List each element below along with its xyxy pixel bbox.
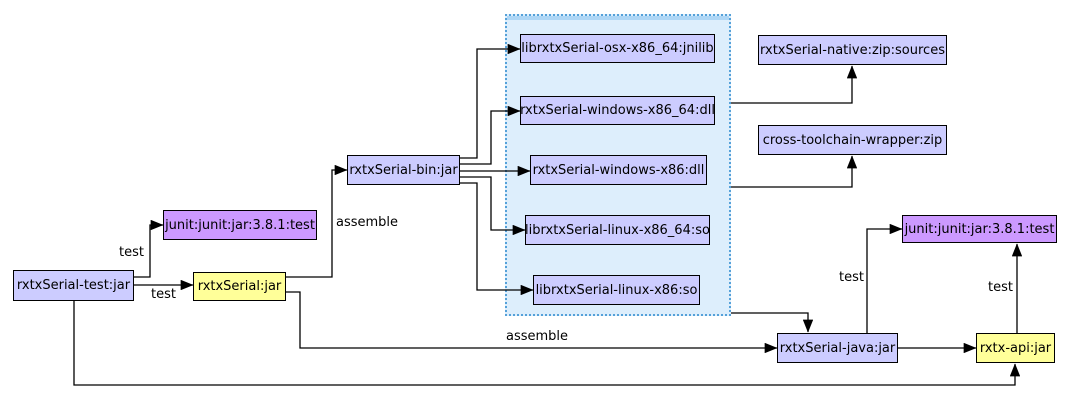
- node-rxtxserial-bin-jar: rxtxSerial-bin:jar: [347, 155, 460, 185]
- node-cross-toolchain-wrapper-zip: cross-toolchain-wrapper:zip: [758, 125, 947, 155]
- edge-label-assemble-java: assemble: [506, 329, 569, 344]
- edge-label-assemble-bin: assemble: [336, 215, 399, 230]
- node-rxtxserial-windows-x86-dll: rxtxSerial-windows-x86:dll: [530, 155, 707, 185]
- node-junit-test-left: junit:junit:jar:3.8.1:test: [163, 210, 317, 240]
- edge-test-to-rxtx-api: [73, 301, 1021, 386]
- edge-label-test-api-junit: test: [988, 280, 1013, 295]
- edge-rxtxserial-to-bin: [286, 164, 348, 278]
- node-rxtxserial-test-jar: rxtxSerial-test:jar: [13, 270, 134, 301]
- node-librxtxserial-linux-x86-64-so: librxtxSerial-linux-x86_64:so: [525, 215, 710, 245]
- edge-rxtxserial-to-java: [286, 291, 778, 354]
- edge-bin-to-osx: [460, 43, 521, 159]
- node-rxtxserial-windows-x86-64-dll: rxtxSerial-windows-x86_64:dll: [520, 96, 715, 125]
- edge-java-to-junit-right: [866, 223, 903, 333]
- edge-cluster-to-java: [731, 312, 814, 333]
- edge-cluster-to-cross-toolchain: [731, 155, 858, 188]
- edge-cluster-to-native-sources: [731, 65, 858, 104]
- node-rxtxserial-jar: rxtxSerial:jar: [193, 272, 286, 301]
- node-librxtxserial-linux-x86-so: librxtxSerial-linux-x86:so: [533, 275, 700, 305]
- edge-bin-to-linux64: [460, 176, 526, 236]
- node-junit-test-right: junit:junit:jar:3.8.1:test: [902, 215, 1057, 243]
- node-rxtxserial-java-jar: rxtxSerial-java:jar: [777, 333, 898, 363]
- node-librxtxserial-osx-x86-64-jnilib: librxtxSerial-osx-x86_64:jnilib: [520, 34, 715, 63]
- cluster-top-bar: [507, 16, 729, 20]
- edge-label-test-rxtxserial: test: [151, 287, 176, 302]
- edge-label-test-junit-left: test: [119, 245, 144, 260]
- edge-test-to-junit-left: [134, 219, 164, 278]
- node-rxtxserial-native-zip-sources: rxtxSerial-native:zip:sources: [758, 35, 947, 65]
- edge-bin-to-win64: [460, 105, 521, 165]
- edge-label-test-java-junit: test: [839, 270, 864, 285]
- edge-bin-to-linux86: [460, 182, 534, 296]
- node-rxtx-api-jar: rxtx-api:jar: [976, 333, 1055, 363]
